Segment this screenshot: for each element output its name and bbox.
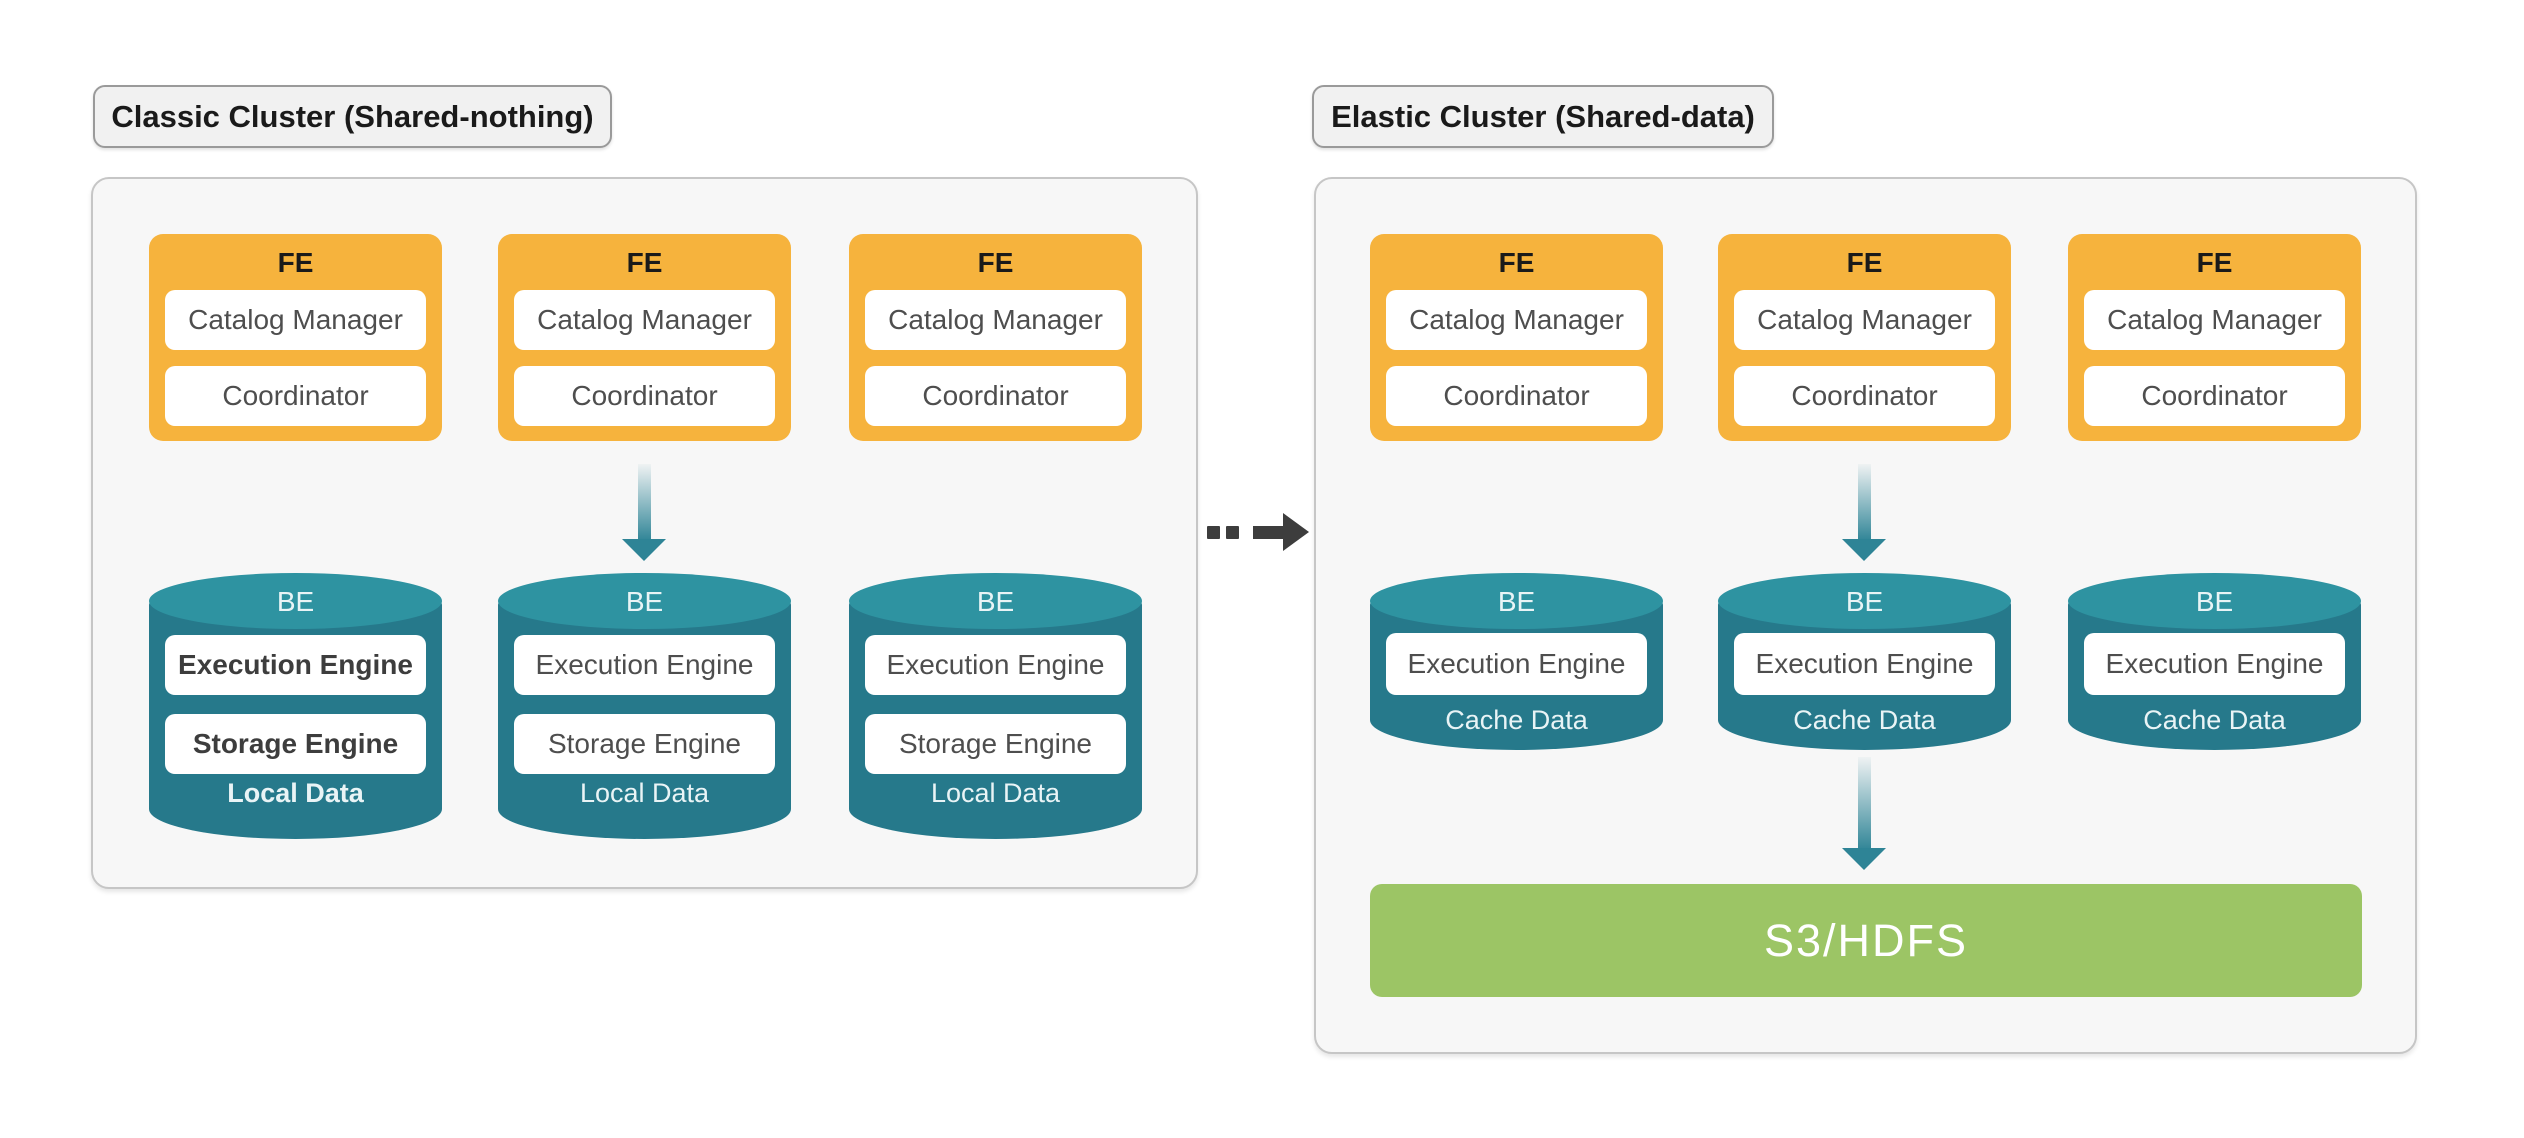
be-node: BE Execution Engine Storage Engine Local… [849, 573, 1142, 839]
fe-header-label: FE [1498, 247, 1535, 278]
arrow-shaft [1857, 757, 1871, 848]
coordinator-box: Coordinator [865, 366, 1126, 426]
classic-cluster-title: Classic Cluster (Shared-nothing) [93, 85, 612, 148]
be-header-label: BE [276, 586, 315, 617]
arrow-head [1842, 848, 1886, 870]
fe-header-label: FE [277, 247, 314, 278]
fe-node: FE Catalog Manager Coordinator [849, 234, 1142, 441]
arrow-dash [1207, 525, 1220, 539]
cylinder-top-icon [498, 573, 791, 629]
fe-node: FE Catalog Manager Coordinator [2068, 234, 2361, 441]
be-header-label: BE [1845, 586, 1884, 617]
local-data-label: Local Data [579, 778, 710, 808]
fe-node: FE Catalog Manager Coordinator [149, 234, 442, 441]
coordinator-box: Coordinator [165, 366, 426, 426]
execution-engine-box: Execution Engine [1734, 633, 1995, 695]
fe-to-be-arrow-icon [622, 464, 666, 561]
execution-engine-box: Execution Engine [1386, 633, 1647, 695]
cylinder-top-icon [849, 573, 1142, 629]
arrow-shaft [1253, 525, 1283, 539]
local-data-label: Local Data [930, 778, 1061, 808]
catalog-manager-box: Catalog Manager [865, 290, 1126, 350]
fe-header-label: FE [626, 247, 663, 278]
storage-engine-box: Storage Engine [165, 714, 426, 774]
catalog-manager-box: Catalog Manager [1734, 290, 1995, 350]
s3-hdfs-label: S3/HDFS [1763, 914, 1969, 966]
coordinator-box: Coordinator [2084, 366, 2345, 426]
arrow-shaft [1857, 464, 1871, 539]
cache-data-label: Cache Data [1793, 705, 1936, 735]
classic-cluster-panel: FE Catalog Manager Coordinator FE Catalo… [91, 177, 1198, 889]
fe-node: FE Catalog Manager Coordinator [498, 234, 791, 441]
be-header-label: BE [1497, 586, 1536, 617]
cache-data-label: Cache Data [1445, 705, 1588, 735]
arrow-head [1283, 513, 1309, 551]
be-header-label: BE [625, 586, 664, 617]
be-node: BE Execution Engine Cache Data [2068, 573, 2361, 750]
execution-engine-box: Execution Engine [2084, 633, 2345, 695]
fe-header-label: FE [2196, 247, 2233, 278]
fe-node: FE Catalog Manager Coordinator [1370, 234, 1663, 441]
fe-header-label: FE [977, 247, 1014, 278]
be-node: BE Execution Engine Cache Data [1370, 573, 1663, 750]
cluster-transition-arrow-icon [1207, 513, 1309, 551]
fe-to-be-arrow-icon [1842, 464, 1886, 561]
storage-engine-box: Storage Engine [865, 714, 1126, 774]
execution-engine-box: Execution Engine [865, 635, 1126, 695]
fe-node: FE Catalog Manager Coordinator [1718, 234, 2011, 441]
cylinder-top-icon [2068, 573, 2361, 629]
coordinator-box: Coordinator [1734, 366, 1995, 426]
execution-engine-box: Execution Engine [514, 635, 775, 695]
be-node: BE Execution Engine Storage Engine Local… [149, 573, 442, 839]
elastic-cluster-title: Elastic Cluster (Shared-data) [1312, 85, 1774, 148]
catalog-manager-box: Catalog Manager [1386, 290, 1647, 350]
be-to-storage-arrow-icon [1842, 757, 1886, 870]
catalog-manager-box: Catalog Manager [165, 290, 426, 350]
catalog-manager-box: Catalog Manager [2084, 290, 2345, 350]
be-node: BE Execution Engine Cache Data [1718, 573, 2011, 750]
be-header-label: BE [2195, 586, 2234, 617]
be-header-label: BE [976, 586, 1015, 617]
arrow-dash [1226, 525, 1239, 539]
cache-data-label: Cache Data [2143, 705, 2286, 735]
cylinder-top-icon [1718, 573, 2011, 629]
cylinder-top-icon [1370, 573, 1663, 629]
elastic-cluster-panel: FE Catalog Manager Coordinator FE Catalo… [1314, 177, 2417, 1054]
be-node: BE Execution Engine Storage Engine Local… [498, 573, 791, 839]
s3-hdfs-box: S3/HDFS [1370, 884, 2362, 997]
coordinator-box: Coordinator [1386, 366, 1647, 426]
storage-engine-box: Storage Engine [514, 714, 775, 774]
execution-engine-box: Execution Engine [165, 635, 426, 695]
arrow-head [1842, 539, 1886, 561]
fe-header-label: FE [1846, 247, 1883, 278]
coordinator-box: Coordinator [514, 366, 775, 426]
local-data-label: Local Data [227, 778, 364, 808]
arrow-head [622, 539, 666, 561]
arrow-shaft [637, 464, 651, 539]
cylinder-top-icon [149, 573, 442, 629]
catalog-manager-box: Catalog Manager [514, 290, 775, 350]
